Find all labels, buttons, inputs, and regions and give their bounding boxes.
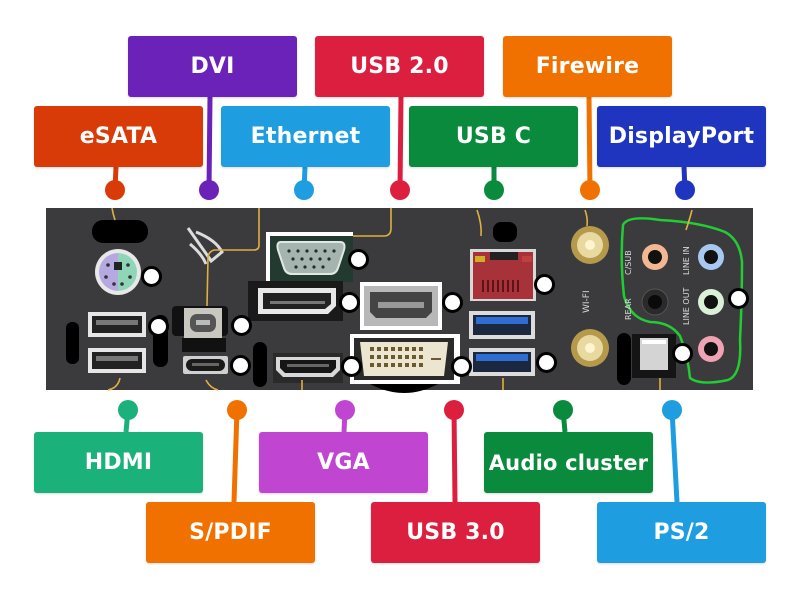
label-vga[interactable]: VGA <box>259 432 428 493</box>
dot-vga <box>335 400 355 420</box>
marker-usb2-port[interactable] <box>148 316 169 337</box>
leader-usb30 <box>451 409 458 503</box>
label-firewire[interactable]: Firewire <box>503 36 672 97</box>
leader-displayport <box>681 166 688 191</box>
leader-dvi <box>206 96 213 191</box>
caption-wifi: WI-FI <box>582 290 592 313</box>
label-usb-3-0[interactable]: USB 3.0 <box>371 502 540 563</box>
dot-dvi <box>199 180 219 200</box>
marker-esata-port[interactable] <box>442 292 463 313</box>
marker-hdmi-port[interactable] <box>341 356 362 377</box>
caption-rear: REAR <box>624 298 633 320</box>
leader-spdif <box>231 409 240 503</box>
leader-vga <box>341 409 348 433</box>
caption-line-in: LINE IN <box>682 246 691 275</box>
label-s-pdif[interactable]: S/PDIF <box>146 502 315 563</box>
leader-usb20 <box>397 96 404 191</box>
label-audio-cluster[interactable]: Audio cluster <box>484 432 653 493</box>
marker-dvi-port[interactable] <box>451 356 472 377</box>
leader-esata <box>112 166 119 191</box>
label-ps2[interactable]: PS/2 <box>597 502 766 563</box>
dot-usbc <box>484 180 504 200</box>
dot-esata <box>105 180 125 200</box>
dot-firewire <box>580 180 600 200</box>
marker-displayport-port[interactable] <box>339 292 360 313</box>
label-usb-2-0[interactable]: USB 2.0 <box>315 36 484 97</box>
leader-ps2 <box>669 409 680 503</box>
dot-audio <box>553 400 573 420</box>
dot-displayport <box>675 180 695 200</box>
marker-ps2-port[interactable] <box>141 266 162 287</box>
leader-firewire <box>586 96 593 191</box>
io-panel <box>46 208 753 390</box>
marker-usbc-port[interactable] <box>230 355 251 376</box>
marker-firewire-port[interactable] <box>231 315 252 336</box>
dot-hdmi <box>118 400 138 420</box>
marker-vga-port[interactable] <box>348 249 369 270</box>
label-displayport[interactable]: DisplayPort <box>597 106 766 167</box>
caption-csub: C/SUB <box>624 250 633 275</box>
dot-ps2 <box>662 400 682 420</box>
marker-usb3-port[interactable] <box>536 352 557 373</box>
dot-usb20 <box>390 180 410 200</box>
dot-usb30 <box>444 400 464 420</box>
label-ethernet[interactable]: Ethernet <box>221 106 390 167</box>
marker-spdif-port[interactable] <box>672 343 693 364</box>
label-dvi[interactable]: DVI <box>128 36 297 97</box>
label-hdmi[interactable]: HDMI <box>34 432 203 493</box>
caption-line-out: LINE OUT <box>682 287 691 325</box>
dot-spdif <box>227 400 247 420</box>
leader-hdmi <box>123 409 131 433</box>
marker-ethernet-port[interactable] <box>534 274 555 295</box>
dot-ethernet <box>294 180 314 200</box>
label-usb-c[interactable]: USB C <box>409 106 578 167</box>
leader-audio <box>560 409 568 433</box>
label-esata[interactable]: eSATA <box>34 106 203 167</box>
leader-ethernet <box>301 166 308 191</box>
marker-audio-cluster[interactable] <box>728 288 749 309</box>
